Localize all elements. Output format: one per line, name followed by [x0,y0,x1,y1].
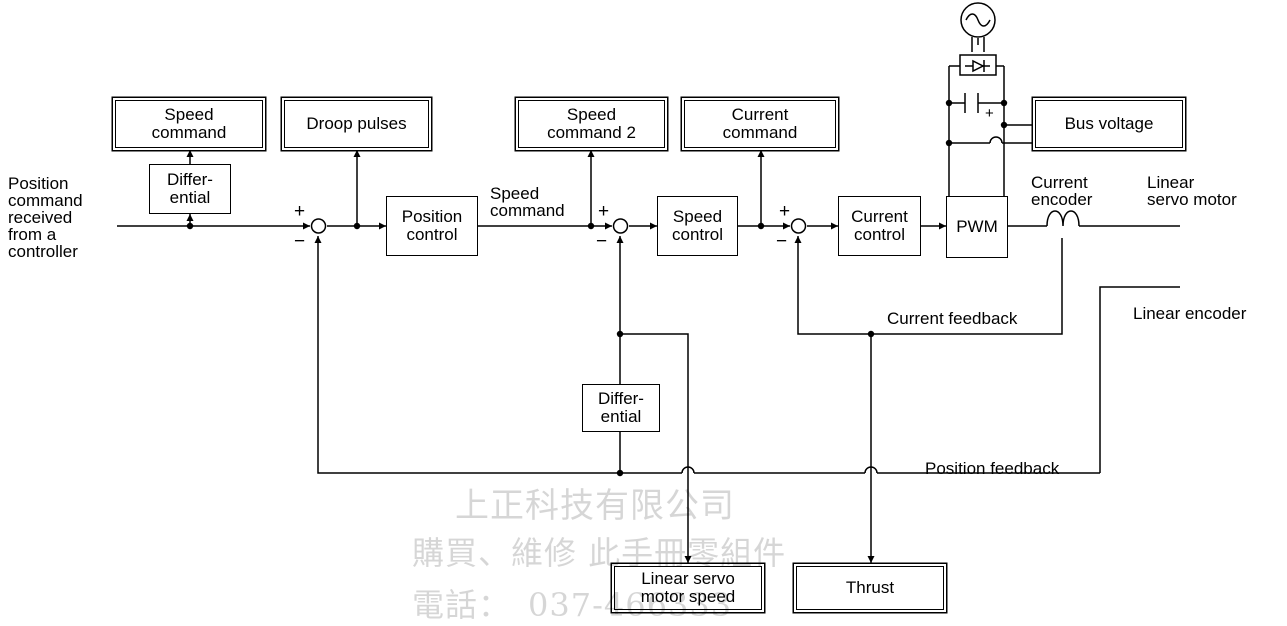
minus-sign-current: − [776,231,788,252]
droop-pulses-monitor-block: Droop pulses [284,100,429,148]
pwm-block: PWM [946,196,1008,258]
speed-control-block: Speed control [657,196,738,256]
speed-command-monitor-block: Speed command [115,100,263,148]
minus-sign-speed: − [596,231,608,252]
ac-source-symbol [960,2,996,38]
sum-junction-current [790,218,807,234]
position-feedback-label: Position feedback [925,459,1060,478]
differential-block-2: Differ- ential [582,384,660,432]
speed-command-2-monitor-block: Speed command 2 [518,100,665,148]
watermark-line-1: 上正科技有限公司 [455,486,735,526]
linear-encoder-label: Linear encoder [1133,304,1247,323]
speed-command-label: Speed command [490,184,565,220]
current-command-monitor-block: Current command [684,100,836,148]
watermark-line-2: 購買、維修 此手冊零組件 [412,534,787,572]
thrust-monitor-block: Thrust [796,566,944,610]
linear-servo-motor-speed-monitor-block: Linear servo motor speed [614,566,762,610]
differential-block-1: Differ- ential [149,164,231,214]
watermark-line-3: 電話： 037-466333 [412,586,733,624]
linear-servo-motor-label: Linear servo motor [1147,173,1237,209]
bus-voltage-monitor-block: Bus voltage [1035,100,1183,148]
plus-sign-speed: + [598,201,610,222]
sum-junction-position [310,218,327,234]
position-command-input-label: Position command received from a control… [8,174,83,261]
plus-sign-current: + [779,201,791,222]
current-control-block: Current control [838,196,921,256]
position-control-block: Position control [386,196,478,256]
capacitor-plus-sign: + [985,105,994,122]
minus-sign-position: − [294,231,306,252]
sum-junction-speed [612,218,629,234]
current-encoder-label: Current encoder [1031,173,1093,209]
current-feedback-label: Current feedback [887,309,1018,328]
plus-sign-position: + [294,201,306,222]
